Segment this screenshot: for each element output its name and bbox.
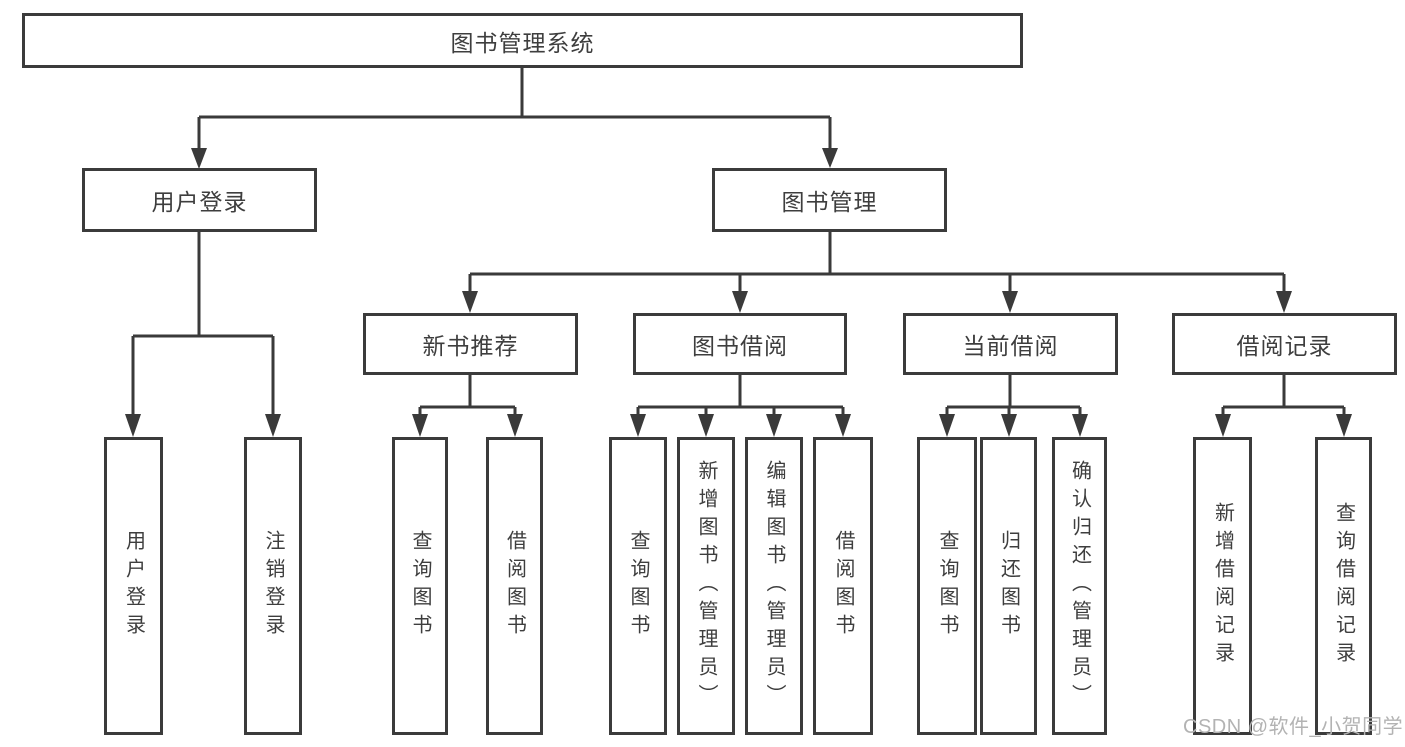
leaf-borrow-edit-books-admin: 编辑图书（管理员） <box>745 437 803 735</box>
leaf-borrow-add-books-admin-label: 新增图书（管理员） <box>695 460 717 712</box>
leaf-logout-label: 注销登录 <box>262 530 284 642</box>
leaf-borrow-add-books-admin: 新增图书（管理员） <box>677 437 735 735</box>
leaf-recommend-query-books: 查询图书 <box>392 437 448 735</box>
leaf-user-login-label: 用户登录 <box>122 530 145 642</box>
leaf-borrow-query-books: 查询图书 <box>609 437 667 735</box>
leaf-user-login: 用户登录 <box>104 437 163 735</box>
leaf-recommend-borrow-books-label: 借阅图书 <box>503 530 526 642</box>
leaf-current-return-books: 归还图书 <box>980 437 1037 735</box>
node-root: 图书管理系统 <box>22 13 1023 68</box>
leaf-logout: 注销登录 <box>244 437 302 735</box>
node-book-management: 图书管理 <box>712 168 947 232</box>
node-current-borrow: 当前借阅 <box>903 313 1118 375</box>
node-new-book-recommend: 新书推荐 <box>363 313 578 375</box>
node-book-borrow: 图书借阅 <box>633 313 847 375</box>
leaf-borrow-borrow-books: 借阅图书 <box>813 437 873 735</box>
leaf-current-confirm-return-admin: 确认归还（管理员） <box>1052 437 1107 735</box>
leaf-borrow-borrow-books-label: 借阅图书 <box>832 530 854 642</box>
leaf-current-query-books-label: 查询图书 <box>936 530 958 642</box>
leaf-records-query-record-label: 查询借阅记录 <box>1332 502 1355 670</box>
leaf-records-add-record-label: 新增借阅记录 <box>1211 502 1234 670</box>
leaf-records-query-record: 查询借阅记录 <box>1315 437 1372 735</box>
leaf-borrow-query-books-label: 查询图书 <box>627 530 649 642</box>
node-borrow-records: 借阅记录 <box>1172 313 1397 375</box>
leaf-borrow-edit-books-admin-label: 编辑图书（管理员） <box>763 460 785 712</box>
leaf-recommend-borrow-books: 借阅图书 <box>486 437 543 735</box>
watermark: CSDN @软件_小贺同学 <box>1183 716 1404 738</box>
arrowheads <box>125 148 1352 437</box>
leaf-current-query-books: 查询图书 <box>917 437 977 735</box>
node-user-login: 用户登录 <box>82 168 317 232</box>
leaf-current-return-books-label: 归还图书 <box>997 530 1020 642</box>
leaf-records-add-record: 新增借阅记录 <box>1193 437 1252 735</box>
leaf-recommend-query-books-label: 查询图书 <box>409 530 431 642</box>
leaf-current-confirm-return-admin-label: 确认归还（管理员） <box>1068 460 1091 712</box>
